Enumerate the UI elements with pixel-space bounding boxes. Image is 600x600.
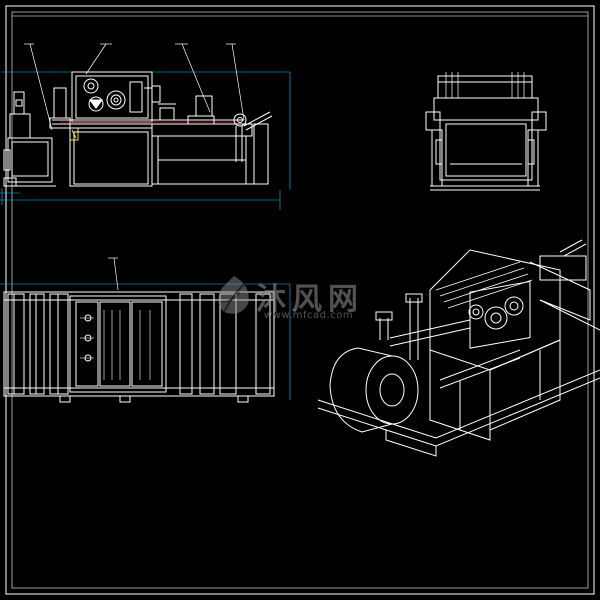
watermark: 沐风网 www.mfcad.com bbox=[212, 272, 412, 332]
front-view bbox=[0, 43, 291, 210]
side-view bbox=[425, 72, 547, 191]
isometric-view bbox=[317, 239, 600, 457]
watermark-title: 沐风网 bbox=[256, 282, 364, 317]
leaf-logo-icon bbox=[218, 276, 249, 314]
watermark-url: www.mfcad.com bbox=[264, 310, 354, 321]
front-view-leaders bbox=[24, 43, 245, 131]
top-view bbox=[0, 257, 296, 403]
